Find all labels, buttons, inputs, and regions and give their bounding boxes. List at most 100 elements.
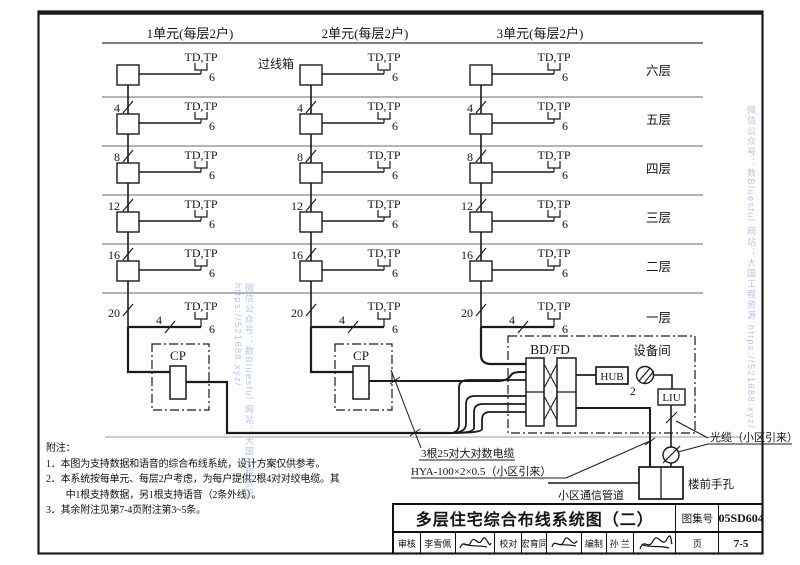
cp-groups bbox=[151, 343, 393, 411]
hya-cable-label: HYA-100×2×0.5（小区引来） bbox=[411, 464, 551, 478]
cable-tick bbox=[305, 247, 317, 261]
outlet-bracket-icon bbox=[547, 312, 561, 320]
riser-count: 4 bbox=[297, 101, 303, 115]
outlet-count: 6 bbox=[562, 70, 568, 84]
floor-label-3: 三层 bbox=[646, 211, 671, 225]
pass-box bbox=[469, 260, 493, 282]
riser-count: 16 bbox=[291, 248, 303, 262]
cable-tick bbox=[164, 320, 176, 334]
cable-tick bbox=[475, 198, 487, 212]
outlet-label: TD,TP bbox=[185, 246, 218, 260]
checker-signature bbox=[546, 533, 581, 554]
outlet-count: 6 bbox=[562, 217, 568, 231]
outlet-count: 6 bbox=[209, 70, 215, 84]
note-line: 1．本图为支持数据和语音的综合布线系统，设计方案仅供参考。 bbox=[46, 458, 326, 470]
outlet-bracket-icon bbox=[547, 112, 561, 120]
bundle-cable bbox=[449, 403, 526, 434]
reviewer-label: 审核 bbox=[397, 539, 416, 549]
cp2-label: CP bbox=[353, 348, 369, 363]
outlet-bracket-icon bbox=[547, 210, 561, 218]
riser-count: 4 bbox=[467, 101, 473, 115]
outlet-bracket-icon bbox=[194, 63, 208, 71]
outlet-count: 6 bbox=[392, 322, 398, 336]
outlet-count: 6 bbox=[392, 119, 398, 133]
equipment-room bbox=[507, 335, 696, 467]
pass-box bbox=[299, 113, 323, 135]
hub-box bbox=[595, 366, 629, 385]
outlet-count: 6 bbox=[392, 168, 398, 182]
outlet-bracket-icon bbox=[547, 63, 561, 71]
handhole-group bbox=[548, 466, 684, 500]
outlet-label: TD,TP bbox=[538, 246, 571, 260]
riser-count: 12 bbox=[461, 199, 473, 213]
riser-count: 4 bbox=[114, 101, 120, 115]
unit3-trunk bbox=[479, 327, 526, 366]
outlet-label: TD,TP bbox=[185, 99, 218, 113]
cable-tick bbox=[475, 247, 487, 261]
bundle-cable bbox=[449, 411, 526, 434]
checker-name: 宏育同 bbox=[521, 533, 546, 554]
riser-count: 8 bbox=[297, 150, 303, 164]
note-line: 3．其余附注见第7-4页附注第3~5条。 bbox=[46, 505, 206, 516]
cp1-device bbox=[169, 365, 187, 400]
reviewer-name: 李雪佩 bbox=[419, 533, 455, 554]
outlet-count: 6 bbox=[562, 168, 568, 182]
branch-count: 4 bbox=[339, 313, 345, 327]
cp1-boundary bbox=[151, 343, 210, 411]
outlet-label: TD,TP bbox=[185, 50, 218, 64]
bdfd-cross-connects bbox=[543, 363, 558, 421]
compiler-signature bbox=[632, 533, 676, 554]
trunk-cables bbox=[126, 327, 526, 435]
copper-drop bbox=[576, 407, 651, 467]
outlet-count: 6 bbox=[209, 217, 215, 231]
outlet-label: TD,TP bbox=[368, 99, 401, 113]
outlet-count: 6 bbox=[562, 322, 568, 336]
outlet-count: 6 bbox=[392, 217, 398, 231]
outlet-bracket-icon bbox=[194, 259, 208, 267]
unit1-cp-output bbox=[186, 380, 450, 435]
outlet-count: 6 bbox=[209, 119, 215, 133]
outlet-bracket-icon bbox=[377, 312, 391, 320]
signature-scribble bbox=[639, 534, 673, 549]
outlet-label: TD,TP bbox=[368, 299, 401, 313]
pass-box bbox=[116, 113, 140, 135]
atlas-number: 05SD604 bbox=[718, 505, 763, 531]
pass-box bbox=[299, 260, 323, 282]
title-block-row1: 多层住宅综合布线系统图（二） 图集号 05SD604 bbox=[394, 505, 763, 533]
outlet-bracket-icon bbox=[194, 112, 208, 120]
outlet-label: TD,TP bbox=[185, 299, 218, 313]
note-line: 2．本系统按每单元、每层2户考虑，为每户提供2根4对对绞电缆。其 bbox=[46, 474, 340, 485]
outlet-label: TD,TP bbox=[368, 197, 401, 211]
cable-tick bbox=[347, 320, 359, 334]
fiber-splice bbox=[662, 445, 681, 464]
outlet-count: 6 bbox=[392, 70, 398, 84]
liu-label: LIU bbox=[662, 392, 680, 404]
leader-lines bbox=[389, 369, 792, 479]
outlet-count: 6 bbox=[562, 266, 568, 280]
hub-label: HUB bbox=[600, 371, 623, 383]
cable-tick bbox=[305, 100, 317, 114]
outlet-bracket-icon bbox=[377, 63, 391, 71]
unit1-title: 1单元(每层2户) bbox=[147, 26, 234, 41]
cable-tick bbox=[475, 100, 487, 114]
riser-count: 16 bbox=[108, 248, 120, 262]
pass-box bbox=[299, 162, 323, 184]
branch-count: 4 bbox=[156, 313, 162, 327]
pass-box bbox=[116, 64, 140, 86]
page-border bbox=[37, 10, 764, 555]
outlet-label: TD,TP bbox=[538, 99, 571, 113]
bundle-cable bbox=[449, 395, 526, 434]
cable-tick bbox=[517, 320, 529, 334]
outlet-bracket-icon bbox=[377, 112, 391, 120]
outlet-label: TD,TP bbox=[185, 148, 218, 162]
outlet-count: 6 bbox=[209, 168, 215, 182]
riser-count: 12 bbox=[291, 199, 303, 213]
riser-count: 20 bbox=[108, 306, 120, 320]
pass-box bbox=[116, 162, 140, 184]
cable-tick bbox=[475, 303, 487, 317]
cable-tick bbox=[122, 198, 134, 212]
atlas-number-label: 图集号 bbox=[675, 505, 718, 531]
pass-box-label: 过线箱 bbox=[258, 56, 294, 71]
floor-label-2: 二层 bbox=[646, 260, 671, 274]
